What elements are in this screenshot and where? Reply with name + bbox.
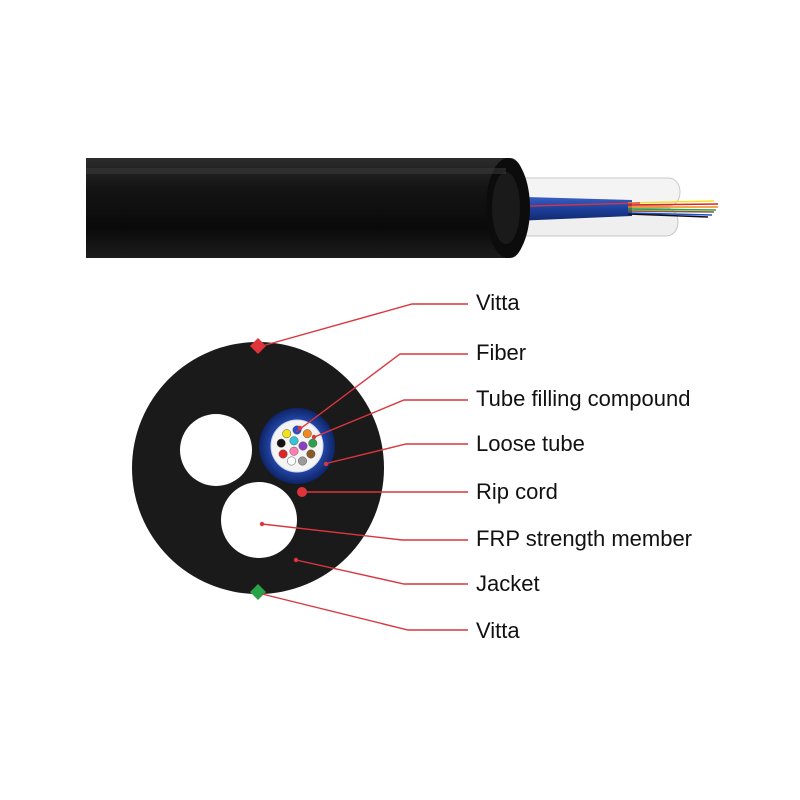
fiber-dot <box>308 438 318 448</box>
leader-line-jacket <box>295 559 468 585</box>
leader-line-tube-filling <box>311 399 468 439</box>
fiber-dot <box>278 449 288 459</box>
leader-line-frp <box>261 523 468 541</box>
cable-side-view <box>86 158 719 258</box>
side-jacket <box>86 158 528 258</box>
fiber-dot <box>287 456 296 466</box>
leader-lines <box>261 303 468 631</box>
vitta-bottom-marker <box>250 584 266 600</box>
leader-line-vitta-top <box>261 303 468 347</box>
rip-cord-dot <box>297 487 307 497</box>
vitta-top-marker <box>250 338 266 354</box>
label-vitta-bottom: Vitta <box>476 618 520 643</box>
fiber-dot <box>298 456 307 466</box>
frp-strength-member-lower <box>221 482 297 558</box>
fiber-dot <box>289 446 299 456</box>
label-jacket: Jacket <box>476 571 540 596</box>
fiber-dot <box>282 429 292 439</box>
fiber-dot <box>298 441 308 451</box>
fiber-dot <box>306 449 316 459</box>
fiber-dot <box>276 438 286 448</box>
label-vitta-top: Vitta <box>476 290 520 315</box>
fiber-dot <box>289 436 299 446</box>
label-loose-tube: Loose tube <box>476 431 585 456</box>
label-frp-strength-member: FRP strength member <box>476 526 693 551</box>
leader-line-end-dots <box>259 425 329 563</box>
leader-line-fiber <box>295 353 468 433</box>
cable-cross-section <box>132 338 384 600</box>
label-fiber: Fiber <box>476 340 527 365</box>
label-tube-filling-compound: Tube filling compound <box>476 386 691 411</box>
side-fibers <box>627 200 719 218</box>
frp-strength-member-upper <box>180 414 252 486</box>
fiber-dot <box>302 429 312 439</box>
fiber-bundle <box>276 425 318 466</box>
leader-line-loose-tube <box>323 443 468 465</box>
leader-line-vitta-bottom <box>261 593 468 631</box>
label-rip-cord: Rip cord <box>476 479 558 504</box>
